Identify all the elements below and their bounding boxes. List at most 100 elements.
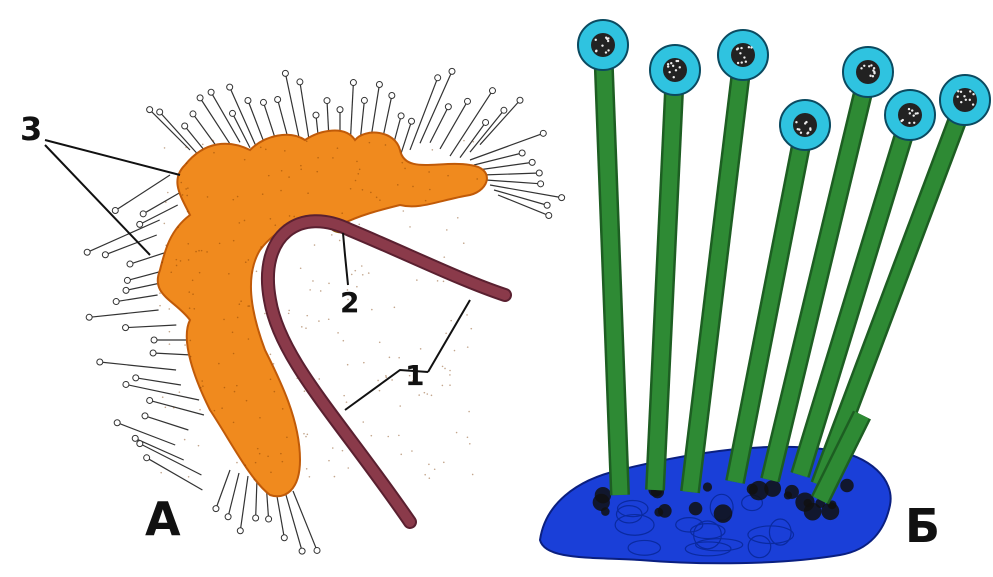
tentacle (117, 423, 175, 445)
tentacle-knob (97, 359, 103, 365)
substrate-dark-spot (601, 507, 610, 516)
stalk-head-speck (972, 103, 974, 105)
tentacle-knob (102, 252, 108, 258)
stipple-dot (284, 150, 286, 152)
tentacle-knob (501, 107, 507, 113)
stipple-dot (303, 433, 305, 435)
stipple-dot (177, 227, 179, 229)
tentacle-knob (297, 79, 303, 85)
stipple-dot (200, 387, 202, 389)
stalk-head-speck (870, 64, 872, 66)
stipple-dot (328, 283, 330, 285)
tentacle-knob (114, 420, 120, 426)
stipple-dot (180, 260, 182, 262)
stipple-dot (424, 474, 426, 476)
stipple-dot (274, 391, 276, 393)
stipple-dot (387, 436, 389, 438)
substrate-dark-spot (689, 502, 703, 516)
stipple-dot (385, 376, 387, 378)
stalk-head-speck (736, 48, 738, 50)
tentacle-knob (190, 111, 196, 117)
stipple-dot (429, 477, 431, 479)
stalk-head-speck (969, 90, 971, 92)
stipple-dot (188, 259, 190, 261)
stipple-dot (202, 144, 204, 146)
stipple-dot (385, 375, 387, 377)
stalk (735, 125, 805, 482)
stipple-dot (232, 331, 234, 333)
stalk-head-speck (740, 47, 742, 49)
stalk-head-speck (673, 76, 675, 78)
stipple-dot (347, 364, 349, 366)
tentacle (105, 235, 156, 255)
tentacle (216, 470, 230, 509)
stalk-head-speck (908, 108, 910, 110)
stipple-dot (304, 390, 306, 392)
stipple-dot (469, 443, 471, 445)
stipple-dot (184, 344, 186, 346)
stipple-dot (354, 270, 356, 272)
stipple-dot (356, 161, 358, 163)
tentacle (284, 488, 302, 551)
stipple-dot (270, 378, 272, 380)
stipple-dot (164, 147, 166, 149)
stipple-dot (199, 409, 201, 411)
tentacle-knob (144, 455, 150, 461)
stipple-dot (305, 436, 307, 438)
stipple-dot (193, 308, 195, 310)
stalk-head-speck (972, 93, 974, 95)
tentacle-knob (124, 277, 130, 283)
tentacle-knob (489, 88, 495, 94)
stipple-dot (267, 455, 269, 457)
tentacle-knob (147, 107, 153, 113)
stipple-dot (288, 176, 290, 178)
stipple-dot (265, 149, 267, 151)
stipple-dot (351, 274, 353, 276)
stipple-dot (305, 327, 307, 329)
tentacle-knob (197, 95, 203, 101)
stipple-dot (223, 319, 225, 321)
stalk-head-speck (741, 61, 743, 63)
stalk-head-speck (900, 120, 902, 122)
substrate-dark-spot (804, 503, 822, 521)
tentacle-knob (435, 75, 441, 81)
tentacle-knob (245, 97, 251, 103)
stipple-dot (391, 379, 393, 381)
stipple-dot (418, 394, 420, 396)
stalk-head-speck (739, 52, 741, 54)
tentacle-knob (282, 70, 288, 76)
stipple-dot (164, 223, 166, 225)
stipple-dot (318, 320, 320, 322)
stalk-head-speck (873, 67, 875, 69)
stipple-dot (173, 407, 175, 409)
stipple-dot (446, 229, 448, 231)
stipple-dot (337, 147, 339, 149)
substrate-dark-spot (595, 487, 611, 503)
stipple-dot (259, 417, 261, 419)
stipple-dot (165, 201, 167, 203)
stipple-dot (268, 175, 270, 177)
tentacle-knob (546, 213, 552, 219)
stipple-dot (188, 291, 190, 293)
stipple-dot (342, 450, 344, 452)
stalk-head-speck (605, 51, 607, 53)
stipple-dot (328, 460, 330, 462)
tentacle-knob (519, 150, 525, 156)
substrate-dark-spot (749, 481, 769, 501)
stipple-dot (189, 307, 191, 309)
stipple-dot (449, 384, 451, 386)
stipple-dot (447, 175, 449, 177)
stalk-head-speck (807, 132, 809, 134)
stipple-dot (450, 320, 452, 322)
stipple-dot (206, 251, 208, 253)
panel-b-label: Б (905, 499, 940, 553)
leader-2 (343, 233, 348, 285)
tentacle (153, 353, 192, 355)
tentacle-knob (409, 118, 415, 124)
stipple-dot (444, 368, 446, 370)
stipple-dot (300, 165, 302, 167)
stalk-head-speck (748, 46, 750, 48)
stipple-dot (237, 196, 239, 198)
stipple-dot (334, 476, 336, 478)
stipple-dot (443, 462, 445, 464)
